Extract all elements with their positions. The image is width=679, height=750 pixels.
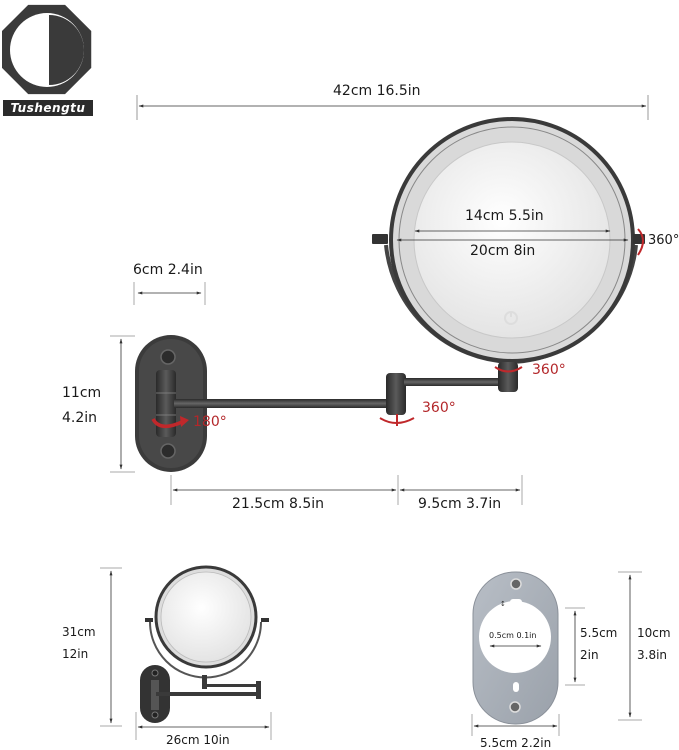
neck-rotation-icon xyxy=(494,366,523,373)
svg-text:↕: ↕ xyxy=(500,600,506,608)
overall-width-dimension xyxy=(136,95,649,120)
arm-length-dimensions xyxy=(170,475,523,505)
mount-height-dimension xyxy=(110,335,135,473)
arm-short-label: 9.5cm 3.7in xyxy=(418,496,502,512)
power-touch-icon xyxy=(504,311,518,325)
plate-height-cm-label: 10cm xyxy=(637,626,671,640)
plate-height-in-label: 3.8in xyxy=(637,648,668,662)
mounting-plate: ↕ xyxy=(471,571,642,736)
overall-width-label: 42cm 16.5in xyxy=(333,83,421,99)
mount-rotation-icon xyxy=(151,418,183,429)
side-width-label: 26cm 10in xyxy=(166,733,230,747)
mirror-main xyxy=(372,117,645,364)
hole-height-cm-label: 5.5cm xyxy=(580,626,618,640)
elbow-rotation-label: 360° xyxy=(422,400,456,416)
tilt-rotation-icon xyxy=(637,228,644,256)
brand-logo-icon xyxy=(2,4,92,95)
side-view-product xyxy=(100,565,272,740)
mount-width-label: 6cm 2.4in xyxy=(133,262,203,278)
swing-arm xyxy=(174,362,518,415)
brand-name: Tushengtu xyxy=(3,100,93,116)
mirror-inner-diameter-label: 14cm 5.5in xyxy=(465,208,544,224)
neck-rotation-label: 360° xyxy=(532,362,566,378)
mirror-outer-diameter-label: 20cm 8in xyxy=(470,243,536,259)
mount-height-cm-label: 11cm xyxy=(62,385,102,401)
hole-height-in-label: 2in xyxy=(580,648,599,662)
side-height-cm-label: 31cm xyxy=(62,625,96,639)
mount-rotation-label: 180° xyxy=(193,414,227,430)
arm-long-label: 21.5cm 8.5in xyxy=(232,496,324,512)
hole-diameter-label: 0.5cm 0.1in xyxy=(489,631,537,640)
side-height-in-label: 12in xyxy=(62,647,89,661)
mount-width-dimension xyxy=(133,282,206,305)
mount-height-in-label: 4.2in xyxy=(62,410,98,426)
wall-mount xyxy=(135,335,207,472)
tilt-rotation-label: 360° xyxy=(648,233,679,248)
plate-width-label: 5.5cm 2.2in xyxy=(480,736,552,750)
